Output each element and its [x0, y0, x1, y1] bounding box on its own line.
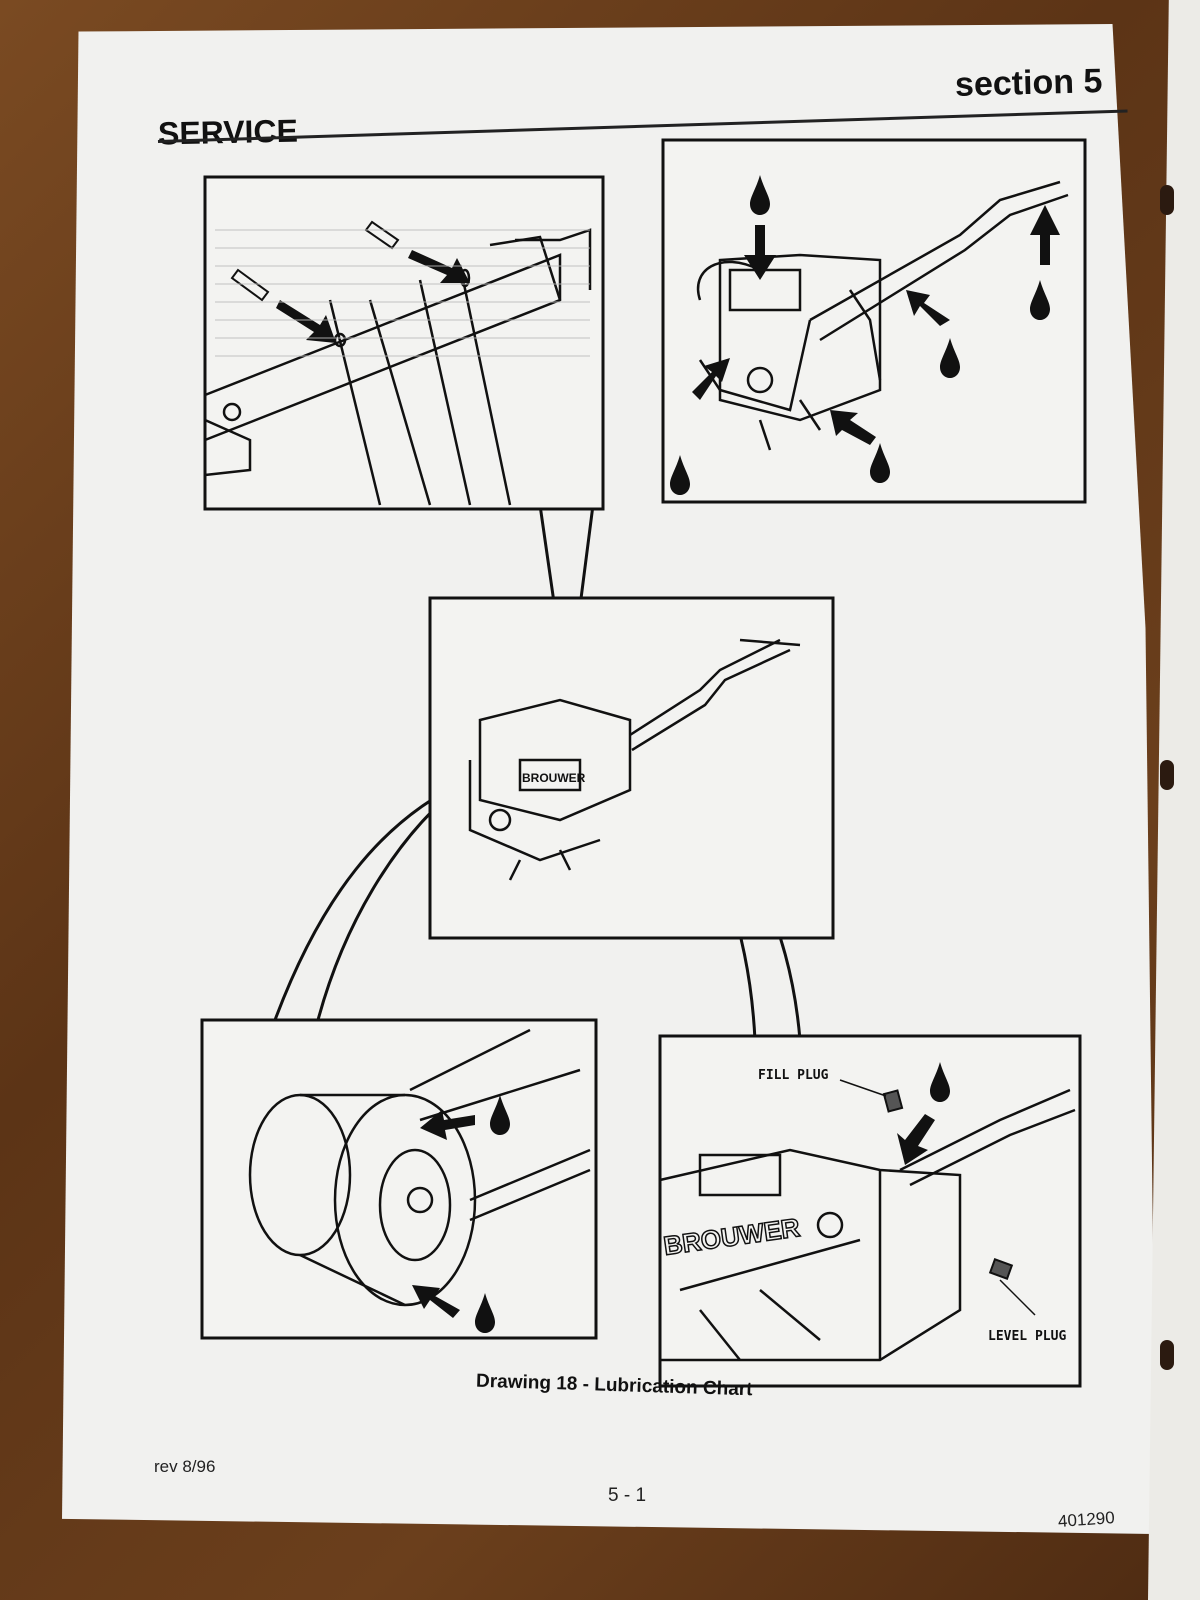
level-plug-label: LEVEL PLUG: [988, 1329, 1066, 1344]
panel-clutch-pulley: [200, 1018, 598, 1340]
nameplate-text: BROUWER: [522, 771, 586, 785]
page-number: 5 - 1: [608, 1485, 647, 1506]
bleed-through-text: [215, 229, 590, 357]
panel-handle-engine: [661, 138, 1087, 504]
binder-hole: [1160, 760, 1174, 790]
arrow-icon: [692, 205, 1060, 445]
binder-hole: [1160, 1340, 1174, 1370]
plug-icon: [882, 1089, 1014, 1280]
panel-machine-overview: BROUWER: [428, 596, 835, 940]
fill-plug-label: FILL PLUG: [758, 1068, 829, 1083]
arrow-icon: [897, 1114, 935, 1165]
panel-gearbox-plugs: BROUWER FILL PLUG LEVEL PLUG: [658, 1034, 1082, 1388]
document-number: 401290: [1057, 1508, 1116, 1531]
binder-hole: [1160, 185, 1174, 215]
arrow-icon: [412, 1110, 475, 1318]
revision-label: rev 8/96: [154, 1457, 216, 1476]
panel-frame-pivot: [203, 175, 605, 511]
